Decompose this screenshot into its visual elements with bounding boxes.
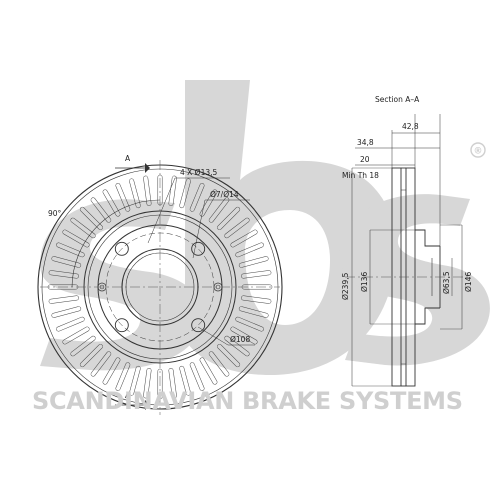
vent-slot [90, 197, 112, 223]
vent-slot [208, 197, 230, 223]
vent-slot [56, 242, 85, 258]
vent-slot [217, 344, 241, 368]
vent-slot [168, 368, 177, 399]
vent-slot [179, 365, 191, 396]
pin-holes-label: Ø7/Ø14 [210, 190, 239, 199]
hat-top-wall [415, 229, 440, 247]
vent-slot [235, 242, 264, 258]
bolt-hole [114, 318, 129, 333]
vent-slot [56, 316, 85, 332]
vent-slot [238, 256, 269, 268]
vent-slot [199, 189, 218, 217]
vent-slot [230, 326, 258, 345]
vent-slot [79, 206, 103, 230]
vent-slot [189, 183, 205, 212]
brand-tagline: SCANDINAVIAN BRAKE SYSTEMS [32, 387, 463, 415]
vent-slot [230, 229, 258, 248]
vent-slot [224, 217, 250, 239]
bolt-hole [114, 241, 129, 256]
thickness-label: 20 [360, 155, 370, 164]
angle-arc [71, 199, 161, 288]
vent-slot [168, 175, 177, 206]
bolt-hole [191, 318, 206, 333]
outer-diameter-label: Ø239,5 [341, 272, 350, 300]
overall-width-label: 42,8 [402, 122, 419, 131]
vent-slot [51, 306, 82, 318]
section-label-bottom: A [125, 391, 131, 400]
vent-slot [208, 351, 230, 377]
bolt-holes-leader [147, 177, 176, 244]
hat-depth-label: 34,8 [357, 138, 374, 147]
vent-slot [102, 357, 121, 385]
vent-slot [241, 270, 272, 279]
vent-slot [238, 306, 269, 318]
section-arrow-bottom [145, 400, 150, 410]
friction-inner-diameter-label: Ø136 [360, 272, 369, 292]
vent-slot [235, 316, 264, 332]
front-view [37, 160, 283, 415]
vent-slot [199, 357, 218, 385]
vent-slot [51, 256, 82, 268]
vent-slot [62, 229, 90, 248]
bolt-circle-leader [197, 326, 229, 346]
pin-holes-leader [192, 199, 206, 259]
vent-slot [70, 335, 96, 357]
vent-slot [115, 183, 131, 212]
vent-slot [143, 175, 152, 206]
vent-slot [129, 365, 141, 396]
vent-slot [90, 351, 112, 377]
section-title: Section A–A [375, 95, 420, 104]
min-thickness-label: Min Th 18 [342, 171, 379, 180]
hat-diameter-label: Ø146 [464, 272, 473, 292]
vent-slot [62, 326, 90, 345]
bolt-circle-label: Ø108 [230, 335, 250, 344]
vent-slot [129, 178, 141, 209]
section-view [345, 114, 470, 387]
center-bore-label: Ø63,5 [442, 271, 451, 294]
vent-slot [217, 206, 241, 230]
registered-mark: ® [470, 142, 486, 158]
vent-slot [70, 217, 96, 239]
sbs-logo-watermark [40, 80, 490, 375]
svg-text:®: ® [474, 147, 483, 157]
vent-slot [224, 335, 250, 357]
vent-slot [48, 270, 79, 279]
bolt-hole [191, 241, 206, 256]
vent-slot [179, 178, 191, 209]
angle-label: 90° [48, 209, 62, 218]
vent-slot [143, 368, 152, 399]
hat-bottom-wall [415, 307, 440, 325]
vent-slot [115, 362, 131, 391]
vent-slot [102, 189, 121, 217]
section-label-top: A [125, 154, 131, 163]
vent-slot [241, 295, 272, 304]
vent-slot [189, 362, 205, 391]
section-arrow-top [145, 163, 150, 173]
vent-slot [48, 295, 79, 304]
bolt-holes-label: 4 X Ø13,5 [180, 168, 218, 177]
vent-slot [79, 344, 103, 368]
